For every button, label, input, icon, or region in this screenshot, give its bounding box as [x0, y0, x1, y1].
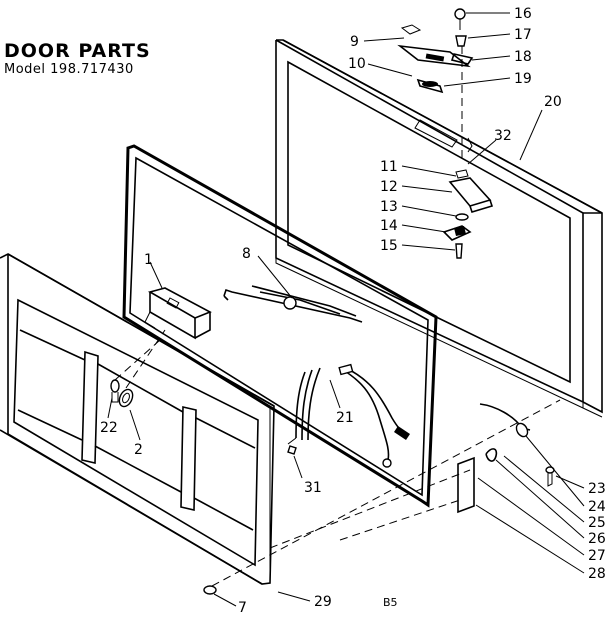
screw-22 [110, 379, 120, 403]
callout-10: 10 [348, 56, 366, 72]
middle-door-frame [122, 144, 438, 508]
footer-code: B5 [383, 596, 398, 609]
part-28-plate [457, 456, 475, 514]
callout-26: 26 [588, 531, 606, 547]
callout-8: 8 [242, 246, 251, 262]
part-16-screw [454, 8, 466, 20]
callout-22: 22 [100, 420, 118, 436]
callout-16: 16 [514, 6, 532, 22]
callout-15: 15 [380, 238, 398, 254]
callout-11: 11 [380, 159, 398, 175]
callout-19: 19 [514, 71, 532, 87]
wire-harness [287, 363, 410, 468]
front-door-panel [0, 253, 275, 585]
top-hardware [397, 8, 474, 160]
model-number: Model 198.717430 [4, 62, 134, 77]
callout-1: 1 [144, 252, 153, 268]
callout-21: 21 [336, 410, 354, 426]
callout-23: 23 [588, 481, 606, 497]
callout-9: 9 [350, 34, 359, 50]
callout-12: 12 [380, 179, 398, 195]
part-18-block [450, 53, 474, 65]
callout-20: 20 [544, 94, 562, 110]
outer-door-frame [275, 39, 603, 418]
door-rod [223, 285, 363, 323]
screw-7 [203, 585, 217, 595]
callout-13: 13 [380, 199, 398, 215]
callout-28: 28 [588, 566, 606, 582]
part-9-plate [400, 24, 422, 35]
callout-18: 18 [514, 49, 532, 65]
callout-25: 25 [588, 515, 606, 531]
callout-31: 31 [304, 480, 322, 496]
lower-hinge-assembly [457, 403, 555, 514]
callout-leaders [107, 12, 585, 607]
clip-31 [287, 445, 297, 455]
latch-bracket [144, 287, 212, 340]
callout-7: 7 [238, 600, 247, 616]
callout-32: 32 [494, 128, 512, 144]
grommet-2 [118, 388, 134, 408]
callout-29: 29 [314, 594, 332, 610]
hinge-assembly [442, 137, 494, 259]
callout-2: 2 [134, 442, 143, 458]
part-10-plate [397, 44, 471, 68]
callout-27: 27 [588, 548, 606, 564]
page-title: DOOR PARTS [4, 40, 151, 62]
callout-labels: 1 2 7 8 9 10 11 12 13 14 15 16 17 18 19 … [100, 6, 606, 616]
callout-17: 17 [514, 27, 532, 43]
part-17-nut [455, 35, 467, 47]
callout-24: 24 [588, 499, 606, 515]
callout-14: 14 [380, 218, 398, 234]
